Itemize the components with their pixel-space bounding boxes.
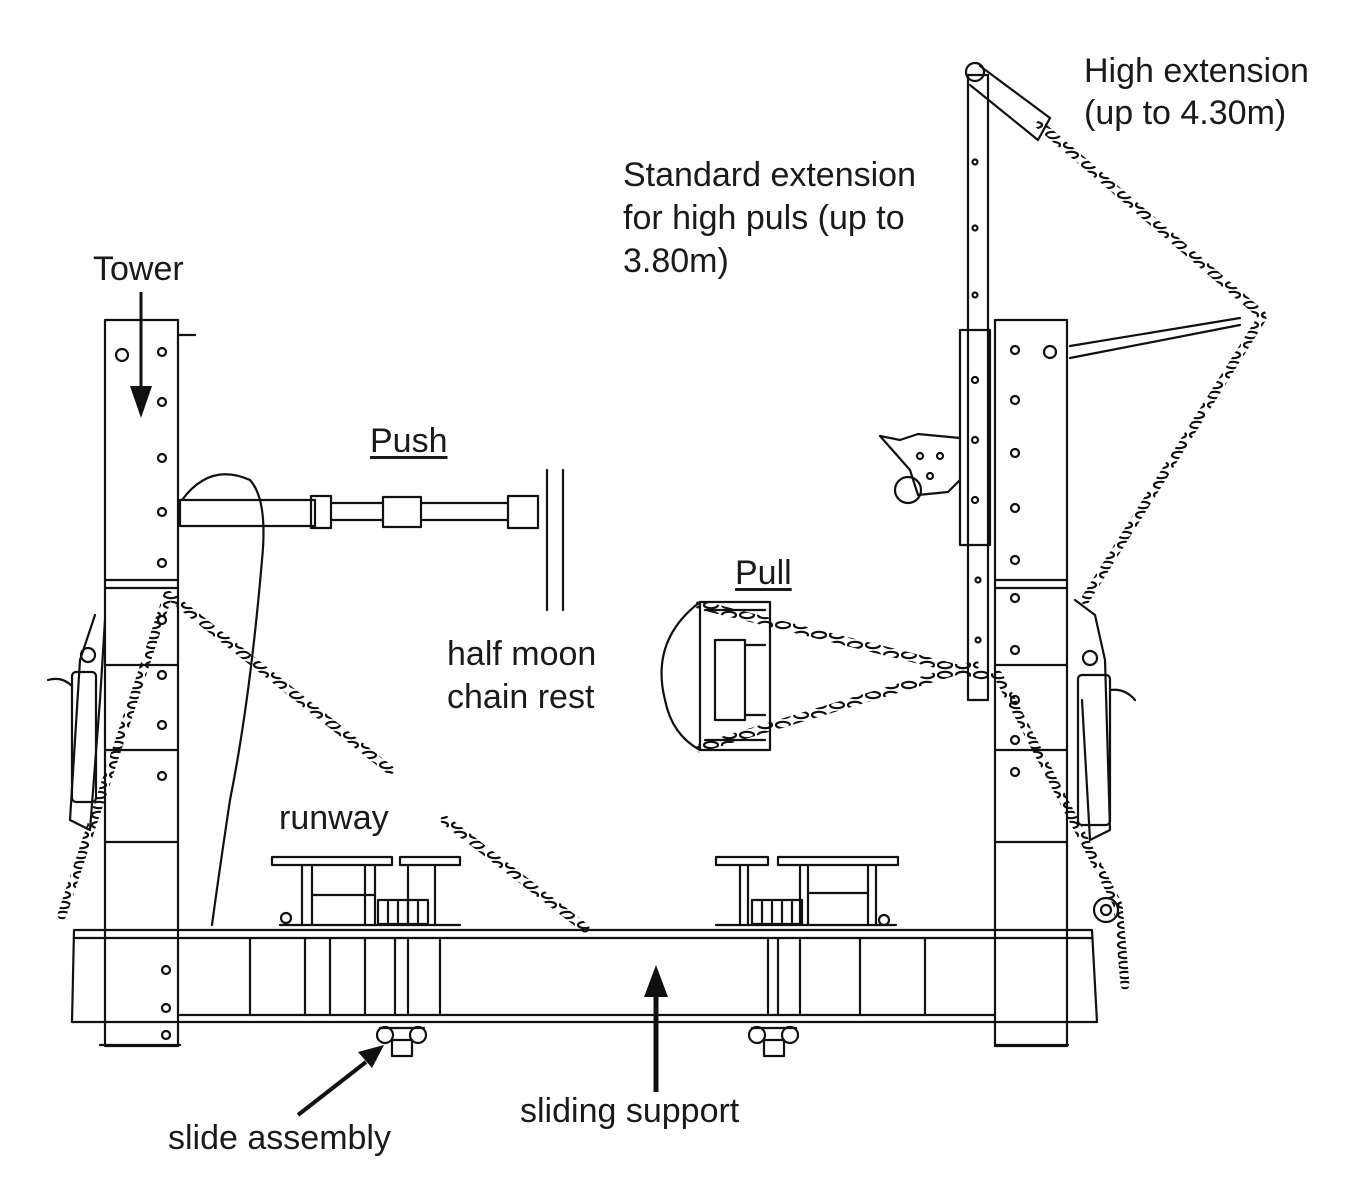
slide-assembly-label: slide assembly: [168, 1119, 391, 1157]
half-moon-label-line1: half moon: [447, 635, 597, 673]
chains: [57, 120, 1267, 990]
half-moon-label-line2: chain rest: [447, 678, 595, 716]
push-label: Push: [370, 422, 448, 460]
runway-label: runway: [279, 799, 389, 837]
runway-right: [714, 855, 900, 927]
standard-extension-label-line2: for high puls (up to: [623, 199, 905, 237]
runway-left: [270, 855, 462, 927]
push-ram: [178, 468, 565, 927]
slide-assembly-left: [375, 1025, 428, 1058]
standard-extension-label-line3: 3.80m): [623, 242, 729, 280]
right-tower: [993, 318, 1137, 1048]
sliding-support-base: [70, 928, 1099, 1047]
tower-label: Tower: [93, 250, 184, 288]
extension-tube: [878, 61, 1242, 702]
high-extension-label-line1: High extension: [1084, 52, 1309, 90]
high-extension-label-line2: (up to 4.30m): [1084, 94, 1287, 132]
arrow-tower: [130, 292, 152, 418]
pull-label: Pull: [735, 554, 792, 592]
left-tower: [46, 318, 197, 1048]
arrow-sliding-support: [644, 965, 668, 1092]
sliding-support-label: sliding support: [520, 1092, 740, 1130]
slide-assembly-right: [747, 1025, 800, 1058]
standard-extension-label-line1: Standard extension: [623, 156, 916, 194]
arrow-slide-assembly: [296, 1045, 384, 1117]
